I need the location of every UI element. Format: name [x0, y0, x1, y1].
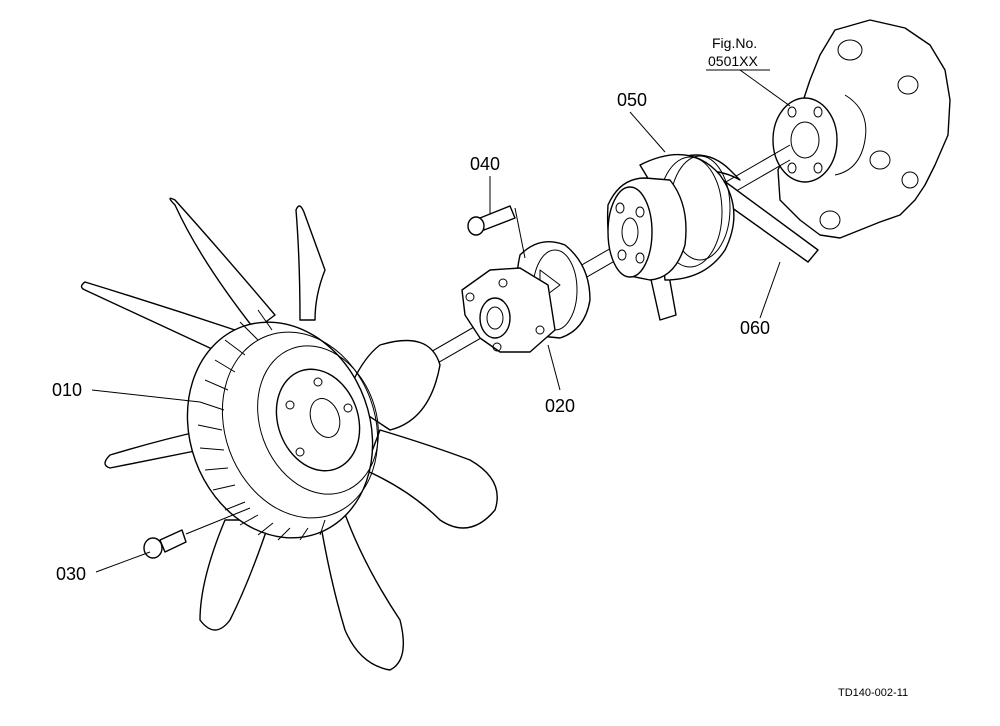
drawing-code: TD140-002-11 [838, 687, 908, 699]
cooling-fan[interactable] [80, 197, 498, 671]
leader-lines [91, 69, 791, 573]
callout-010: 010 [52, 380, 82, 400]
callout-040: 040 [470, 154, 500, 174]
callout-030: 030 [56, 564, 86, 584]
fan-pulley[interactable] [606, 153, 735, 281]
fan-spacer[interactable] [461, 241, 591, 353]
figure-number-label: Fig.No. [712, 35, 757, 51]
water-pump-housing[interactable] [772, 19, 951, 239]
callout-060: 060 [740, 318, 770, 338]
callout-020: 020 [545, 396, 575, 416]
callout-050: 050 [617, 90, 647, 110]
fan-vanes [197, 309, 326, 541]
pulley-bolt[interactable] [467, 205, 526, 259]
figure-number-value: 0501XX [708, 53, 758, 69]
